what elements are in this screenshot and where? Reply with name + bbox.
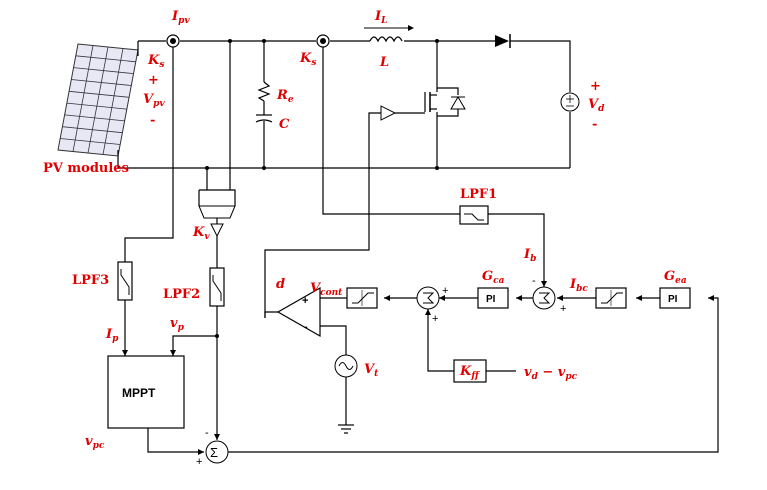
triangle-source-icon: [334, 354, 358, 378]
label-pv-modules: PV modules: [43, 161, 129, 176]
switch-igbt-icon: [424, 41, 466, 168]
inductor-l: [369, 36, 403, 43]
label-vd-minus-vpc: vd − vpc: [524, 365, 578, 382]
label-vt: Vt: [364, 362, 379, 379]
lpf1-block: [459, 205, 489, 225]
label-minus-vd: -: [592, 117, 597, 132]
pwm-comparator: [276, 286, 321, 338]
label-minus-pv: -: [150, 113, 155, 128]
label-ks1: Ks: [147, 53, 164, 70]
sum-voltage-plus: +: [196, 456, 202, 468]
label-ip: Ip: [105, 327, 119, 344]
label-l: L: [379, 55, 389, 70]
label-kv: Kv: [192, 225, 210, 242]
label-vd: Vd: [588, 97, 605, 114]
opamp-minus: -: [304, 321, 308, 333]
sum-current-minus: -: [532, 275, 536, 287]
label-plus-pv: +: [148, 73, 159, 88]
sum-current-plus: +: [560, 303, 566, 315]
label-gca: Gca: [482, 269, 505, 286]
label-vcont: Vcont: [310, 281, 343, 298]
label-vpv: Vpv: [143, 92, 165, 109]
pi-gca-label: PI: [486, 294, 496, 305]
label-kff: Kff: [459, 364, 480, 381]
pi-gea-label: PI: [668, 294, 678, 305]
label-ipv: Ipv: [171, 9, 190, 26]
label-ibc: Ibc: [569, 277, 588, 294]
label-ib: Ib: [523, 247, 536, 264]
gate-driver: [380, 105, 397, 121]
resistor-re: [257, 81, 271, 102]
label-lpf2: LPF2: [163, 287, 200, 302]
label-gea: Gea: [664, 269, 687, 286]
label-re: Re: [276, 88, 294, 105]
mppt-block: [107, 355, 185, 429]
kv-gain: [210, 223, 224, 238]
sum-ff-plus: +: [442, 285, 448, 297]
label-lpf3: LPF3: [72, 273, 109, 288]
label-lpf1: LPF1: [460, 187, 497, 202]
sum-ff-plus2: +: [432, 313, 438, 325]
opamp-plus: +: [302, 295, 308, 307]
label-d: d: [276, 277, 285, 292]
diode-icon: [495, 34, 516, 48]
dc-source-vd: [560, 92, 580, 112]
label-plus-vd: +: [590, 79, 601, 94]
ground-icon: [338, 424, 354, 434]
label-vp: vp: [170, 316, 185, 333]
pv-module-icon: [57, 43, 139, 157]
mppt-label: MPPT: [122, 386, 156, 400]
label-c: C: [279, 117, 290, 132]
differential-amplifier: [198, 205, 236, 219]
sum-voltage-minus: -: [205, 427, 209, 439]
label-il: IL: [374, 9, 387, 26]
label-vpc: vpc: [85, 434, 105, 451]
label-ks2: Ks: [299, 51, 316, 68]
sigma-label: Σ: [210, 445, 218, 460]
